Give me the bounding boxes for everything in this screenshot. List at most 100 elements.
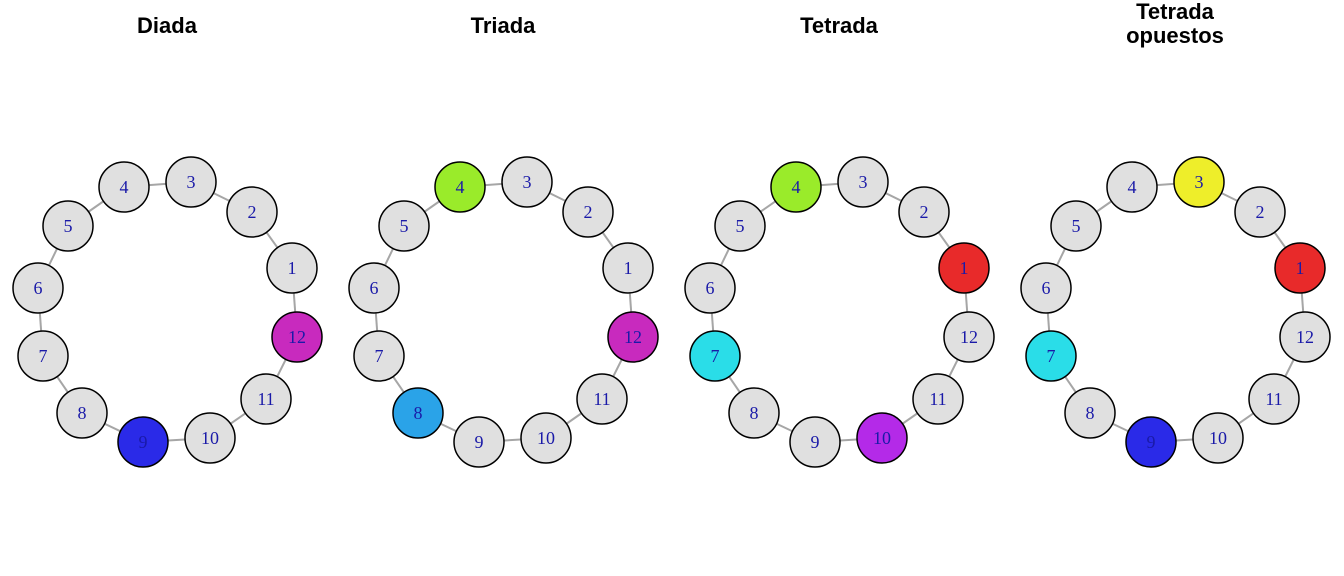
node-10 — [856, 412, 908, 464]
node-label: 6 — [706, 278, 715, 298]
node-4 — [770, 161, 822, 213]
node-label: 9 — [811, 432, 820, 452]
node-12 — [943, 311, 995, 363]
node-label: 8 — [78, 403, 87, 423]
node-8 — [56, 387, 108, 439]
node-11 — [576, 373, 628, 425]
node-5 — [378, 200, 430, 252]
node-label: 10 — [537, 428, 555, 448]
node-1 — [602, 242, 654, 294]
node-6 — [348, 262, 400, 314]
node-8 — [728, 387, 780, 439]
node-2 — [562, 186, 614, 238]
node-6 — [684, 262, 736, 314]
node-label: 11 — [1265, 389, 1282, 409]
node-label: 7 — [375, 346, 384, 366]
node-11 — [912, 373, 964, 425]
node-label: 10 — [873, 428, 891, 448]
node-12 — [271, 311, 323, 363]
node-7 — [353, 330, 405, 382]
node-7 — [689, 330, 741, 382]
node-2 — [226, 186, 278, 238]
node-label: 9 — [1147, 432, 1156, 452]
node-label: 2 — [248, 202, 257, 222]
node-label: 4 — [792, 177, 801, 197]
panel-title-triada: Triada — [470, 13, 536, 38]
node-label: 12 — [960, 327, 978, 347]
node-2 — [898, 186, 950, 238]
node-3 — [501, 156, 553, 208]
node-label: 3 — [859, 172, 868, 192]
node-9 — [117, 416, 169, 468]
node-6 — [12, 262, 64, 314]
node-label: 11 — [257, 389, 274, 409]
node-label: 6 — [370, 278, 379, 298]
node-label: 8 — [414, 403, 423, 423]
node-label: 12 — [1296, 327, 1314, 347]
node-label: 5 — [736, 216, 745, 236]
node-label: 3 — [187, 172, 196, 192]
node-7 — [1025, 330, 1077, 382]
node-label: 11 — [593, 389, 610, 409]
node-10 — [1192, 412, 1244, 464]
panel-title-line: opuestos — [1126, 23, 1224, 48]
panel-title-tetrada-opuestos: Tetrada opuestos — [1025, 0, 1325, 48]
node-label: 2 — [1256, 202, 1265, 222]
node-11 — [240, 373, 292, 425]
node-9 — [789, 416, 841, 468]
node-8 — [1064, 387, 1116, 439]
node-10 — [184, 412, 236, 464]
node-10 — [520, 412, 572, 464]
node-5 — [1050, 200, 1102, 252]
node-label: 3 — [523, 172, 532, 192]
node-label: 6 — [1042, 278, 1051, 298]
node-label: 5 — [1072, 216, 1081, 236]
node-3 — [837, 156, 889, 208]
node-11 — [1248, 373, 1300, 425]
node-label: 9 — [139, 432, 148, 452]
node-label: 10 — [201, 428, 219, 448]
node-label: 10 — [1209, 428, 1227, 448]
node-label: 2 — [584, 202, 593, 222]
node-label: 4 — [1128, 177, 1137, 197]
node-9 — [453, 416, 505, 468]
node-3 — [165, 156, 217, 208]
node-label: 4 — [120, 177, 129, 197]
node-1 — [266, 242, 318, 294]
node-label: 9 — [475, 432, 484, 452]
node-label: 7 — [711, 346, 720, 366]
panel-title-line: Tetrada — [1136, 0, 1214, 24]
node-6 — [1020, 262, 1072, 314]
node-5 — [714, 200, 766, 252]
node-label: 1 — [288, 258, 297, 278]
node-label: 11 — [929, 389, 946, 409]
node-12 — [607, 311, 659, 363]
node-12 — [1279, 311, 1331, 363]
node-label: 3 — [1195, 172, 1204, 192]
node-7 — [17, 330, 69, 382]
node-4 — [1106, 161, 1158, 213]
node-label: 5 — [64, 216, 73, 236]
node-5 — [42, 200, 94, 252]
node-label: 1 — [960, 258, 969, 278]
node-1 — [1274, 242, 1326, 294]
panel-title-diada: Diada — [137, 13, 197, 38]
node-2 — [1234, 186, 1286, 238]
node-label: 8 — [750, 403, 759, 423]
node-4 — [434, 161, 486, 213]
node-label: 7 — [39, 346, 48, 366]
node-label: 4 — [456, 177, 465, 197]
node-3 — [1173, 156, 1225, 208]
panel-title-tetrada: Tetrada — [800, 13, 878, 38]
node-label: 12 — [624, 327, 642, 347]
node-label: 8 — [1086, 403, 1095, 423]
node-label: 7 — [1047, 346, 1056, 366]
node-4 — [98, 161, 150, 213]
node-label: 6 — [34, 278, 43, 298]
